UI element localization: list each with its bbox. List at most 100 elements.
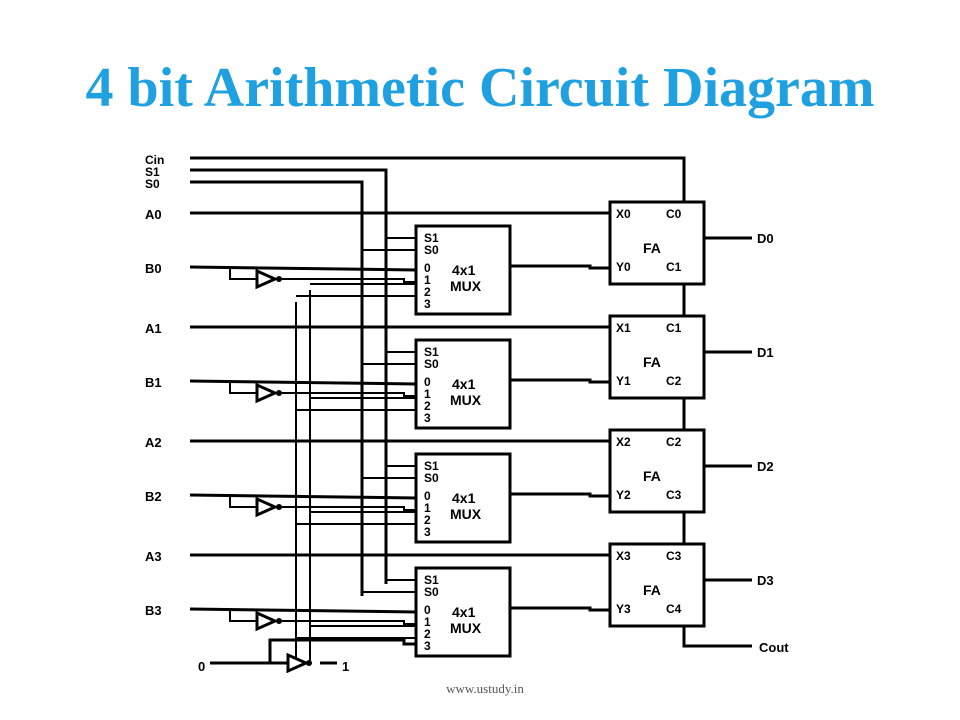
mux2-to-fa2	[510, 492, 610, 498]
mux3-type-label: 4x1	[452, 604, 476, 620]
mux0-pin1-label: 1	[424, 273, 431, 287]
mux1-s1-label: S1	[424, 345, 439, 359]
input-label-s0: S0	[145, 177, 160, 191]
b3-inverter-in	[229, 609, 257, 622]
fa3-name-label: FA	[643, 582, 661, 598]
fa3-y-label: Y3	[616, 602, 631, 616]
input-label-b0: B0	[145, 261, 162, 276]
mux3-s1-label: S1	[424, 573, 439, 587]
fa1-box	[608, 314, 706, 400]
b0-inverter	[255, 268, 279, 290]
mux1-name-label: MUX	[450, 392, 482, 408]
fa2-cout-label: C3	[666, 488, 682, 502]
output-label-d0: D0	[757, 231, 774, 246]
constant-one-label: 1	[342, 659, 349, 674]
b0-inverter-in	[229, 267, 257, 280]
b3-line	[189, 607, 417, 614]
fa0-y-label: Y0	[616, 260, 631, 274]
mux2-pin0-label: 0	[424, 489, 431, 503]
s1-bus	[190, 168, 388, 584]
fa3-box	[608, 542, 706, 628]
mux1-s0-label: S0	[424, 357, 439, 371]
b1-inverter-bubble	[276, 390, 282, 396]
mux1-pin1-label: 1	[424, 387, 431, 401]
mux3-s0-label: S0	[424, 585, 439, 599]
mux3-to-fa3	[510, 606, 610, 612]
b0-inverter-bubble	[276, 276, 282, 282]
mux0-pin2-label: 2	[424, 285, 431, 299]
b3-inverter	[255, 610, 279, 632]
input-label-b3: B3	[145, 603, 162, 618]
mux0-type-label: 4x1	[452, 262, 476, 278]
b2-inverter-in	[229, 495, 257, 508]
mux0-name-label: MUX	[450, 278, 482, 294]
b0-line	[189, 265, 417, 272]
fa1-cin-label: C1	[666, 321, 682, 335]
mux0-box	[414, 224, 512, 316]
components	[255, 200, 706, 674]
input-label-b1: B1	[145, 375, 162, 390]
fa0-box	[608, 200, 706, 286]
input-label-b2: B2	[145, 489, 162, 504]
b1-inverter	[255, 382, 279, 404]
mux2-pin1-label: 1	[424, 501, 431, 515]
mux3-pin3-label: 3	[424, 639, 431, 653]
b3-inverted-line	[282, 620, 416, 625]
mux0-s0-label: S0	[424, 243, 439, 257]
s0-bus	[190, 180, 364, 596]
b2-inverter-bubble	[276, 504, 282, 510]
input-label-a3: A3	[145, 549, 162, 564]
mux2-pin2-label: 2	[424, 513, 431, 527]
b2-inverted-line	[282, 506, 416, 511]
input-label-a2: A2	[145, 435, 162, 450]
output-label-d2: D2	[757, 459, 774, 474]
mux1-pin3-label: 3	[424, 411, 431, 425]
fa3-cin-label: C3	[666, 549, 682, 563]
fa2-box	[608, 428, 706, 514]
input-label-s1: S1	[145, 165, 160, 179]
b1-inverted-line	[282, 392, 416, 397]
mux1-pin2-label: 2	[424, 399, 431, 413]
fa0-name-label: FA	[643, 240, 661, 256]
input-label-cin: Cin	[145, 153, 164, 167]
b0-inverted-line	[282, 278, 416, 283]
wiring	[189, 156, 752, 665]
fa1-y-label: Y1	[616, 374, 631, 388]
constant-inverter-bubble	[306, 660, 312, 666]
zero-bus	[268, 638, 416, 663]
b3-inverter-bubble	[276, 618, 282, 624]
mux3-pin1-label: 1	[424, 615, 431, 629]
b1-inverter-in	[229, 381, 257, 394]
mux3-pin0-label: 0	[424, 603, 431, 617]
output-label-d3: D3	[757, 573, 774, 588]
fa0-cin-label: C0	[666, 207, 682, 221]
mux2-s0-label: S0	[424, 471, 439, 485]
mux3-pin2-label: 2	[424, 627, 431, 641]
mux1-to-fa1	[510, 378, 610, 384]
mux2-type-label: 4x1	[452, 490, 476, 506]
slide-title: 4 bit Arithmetic Circuit Diagram	[85, 57, 875, 119]
fa3-x-label: X3	[616, 549, 631, 563]
mux0-pin0-label: 0	[424, 261, 431, 275]
mux3-name-label: MUX	[450, 620, 482, 636]
input-label-a1: A1	[145, 321, 162, 336]
mux1-type-label: 4x1	[452, 376, 476, 392]
mux2-box	[414, 452, 512, 544]
mux3-box	[414, 566, 512, 658]
mux0-to-fa0	[510, 264, 610, 270]
fa0-x-label: X0	[616, 207, 631, 221]
fa3-cout-label: C4	[666, 602, 682, 616]
fa2-x-label: X2	[616, 435, 631, 449]
constant-zero-label: 0	[198, 659, 205, 674]
mux1-box	[414, 338, 512, 430]
b1-line	[189, 379, 417, 386]
constant-inverter	[286, 652, 310, 674]
footer-url: www.ustudy.in	[446, 681, 524, 696]
input-label-a0: A0	[145, 207, 162, 222]
fa1-name-label: FA	[643, 354, 661, 370]
mux2-s1-label: S1	[424, 459, 439, 473]
b2-line	[189, 493, 417, 500]
fa1-cout-label: C2	[666, 374, 682, 388]
mux0-pin3-label: 3	[424, 297, 431, 311]
